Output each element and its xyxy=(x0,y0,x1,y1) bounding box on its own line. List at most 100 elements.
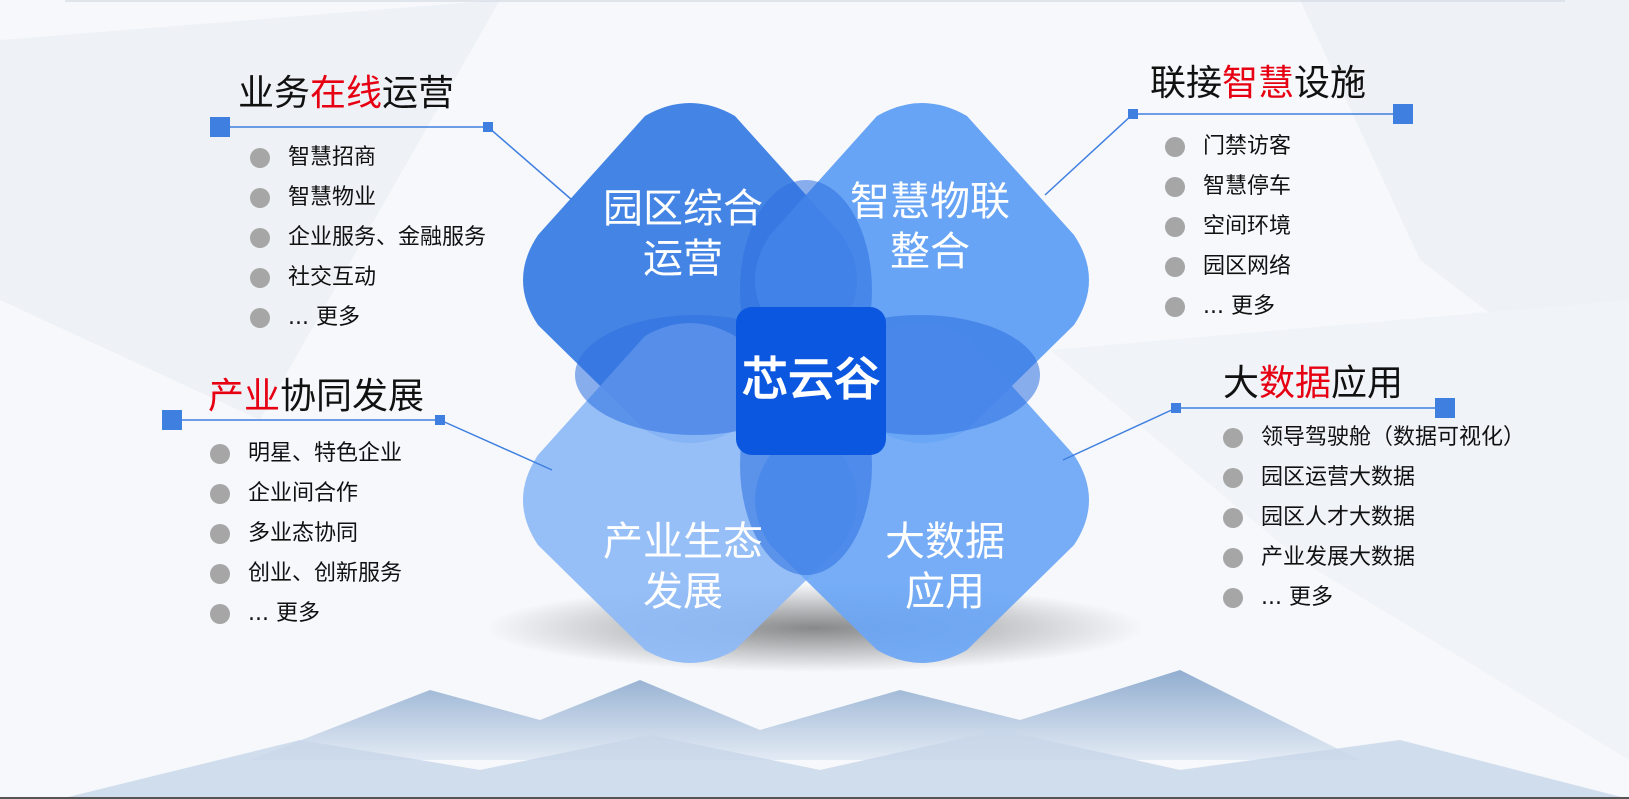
list-item: 空间环境 xyxy=(1165,207,1291,247)
title-part: 设施 xyxy=(1294,63,1367,104)
list-item: 多业态协同 xyxy=(210,514,402,554)
connector-square-big xyxy=(210,117,230,137)
section-title: 业务在线运营 xyxy=(238,72,454,116)
bullet-icon xyxy=(1165,297,1185,317)
center-label: 芯云谷 xyxy=(742,352,880,406)
list-item: 园区人才大数据 xyxy=(1223,498,1525,538)
bullet-icon xyxy=(1223,428,1243,448)
bullet-icon xyxy=(1223,548,1243,568)
list-item: ... 更多 xyxy=(210,594,402,634)
list-big-data: 领导驾驶舱（数据可视化） 园区运营大数据 园区人才大数据 产业发展大数据 ...… xyxy=(1223,418,1525,618)
list-item: 领导驾驶舱（数据可视化） xyxy=(1223,418,1525,458)
bullet-icon xyxy=(1223,508,1243,528)
section-title: 产业协同发展 xyxy=(208,375,424,419)
bullet-icon xyxy=(1165,257,1185,277)
connector-square-big xyxy=(1435,398,1455,418)
connectors xyxy=(162,104,1455,471)
list-item-label: 领导驾驶舱（数据可视化） xyxy=(1261,425,1526,450)
bg-facet xyxy=(0,0,500,420)
connector-square-small xyxy=(435,415,445,425)
petal-top-right-line1: 智慧物联 xyxy=(850,179,1010,225)
bullet-icon xyxy=(210,484,230,504)
petal-bottom-left-line2: 发展 xyxy=(643,569,723,615)
list-item: 园区网络 xyxy=(1165,247,1291,287)
list-item-label: ... 更多 xyxy=(1261,585,1333,610)
bullet-icon xyxy=(1165,137,1185,157)
petal-bottom-right-line1: 大数据 xyxy=(885,519,1005,565)
bullet-icon xyxy=(250,188,270,208)
bullet-icon xyxy=(210,564,230,584)
list-business-ops: 智慧招商 智慧物业 企业服务、金融服务 社交互动 ... 更多 xyxy=(250,138,486,338)
list-item: 园区运营大数据 xyxy=(1223,458,1525,498)
list-item: ... 更多 xyxy=(250,298,486,338)
title-highlight: 智慧 xyxy=(1222,63,1295,104)
bullet-icon xyxy=(1165,177,1185,197)
connector-square-small xyxy=(483,122,493,132)
center-box[interactable] xyxy=(736,307,886,455)
bullet-icon xyxy=(210,524,230,544)
list-item: 明星、特色企业 xyxy=(210,434,402,474)
list-item: 智慧停车 xyxy=(1165,167,1291,207)
bullet-icon xyxy=(210,444,230,464)
title-highlight: 在线 xyxy=(310,73,383,114)
bullet-icon xyxy=(1223,468,1243,488)
bullet-icon xyxy=(250,268,270,288)
bullet-icon xyxy=(1165,217,1185,237)
list-item-label: 园区运营大数据 xyxy=(1261,465,1416,490)
bullet-icon xyxy=(250,308,270,328)
petal-bottom-left-line1: 产业生态 xyxy=(603,519,763,565)
bullet-icon xyxy=(250,148,270,168)
section-business-ops: 业务在线运营 xyxy=(238,72,454,116)
connector-square-small xyxy=(1171,403,1181,413)
list-item: ... 更多 xyxy=(1165,287,1291,327)
list-item-label: 多业态协同 xyxy=(248,521,359,546)
list-item: 创业、创新服务 xyxy=(210,554,402,594)
list-item-label: 明星、特色企业 xyxy=(248,441,403,466)
title-part: 协同发展 xyxy=(280,376,425,417)
list-item: 社交互动 xyxy=(250,258,486,298)
list-item-label: 企业间合作 xyxy=(248,481,359,506)
title-highlight: 数据 xyxy=(1259,363,1332,404)
section-facilities: 联接智慧设施 xyxy=(1150,62,1366,106)
list-item-label: 园区网络 xyxy=(1203,254,1292,279)
title-part: 业务 xyxy=(238,73,311,114)
list-item-label: 产业发展大数据 xyxy=(1261,545,1416,570)
list-item: 智慧招商 xyxy=(250,138,486,178)
title-part: 运营 xyxy=(382,73,455,114)
bullet-icon xyxy=(250,228,270,248)
list-item-label: ... 更多 xyxy=(1203,294,1275,319)
list-item: 企业服务、金融服务 xyxy=(250,218,486,258)
title-part: 应用 xyxy=(1331,363,1404,404)
connector-bottom-left-diagonal xyxy=(439,419,553,471)
list-item-label: ... 更多 xyxy=(248,601,320,626)
section-big-data: 大数据应用 xyxy=(1223,362,1403,406)
list-item-label: 空间环境 xyxy=(1203,214,1292,239)
connector-square-small xyxy=(1128,109,1138,119)
list-item-label: 门禁访客 xyxy=(1203,134,1292,159)
title-part: 大 xyxy=(1223,363,1260,404)
section-industry: 产业协同发展 xyxy=(208,375,424,419)
mountains xyxy=(60,670,1629,799)
title-highlight: 产业 xyxy=(208,376,281,417)
list-item: 智慧物业 xyxy=(250,178,486,218)
bullet-icon xyxy=(210,604,230,624)
bullet-icon xyxy=(1223,588,1243,608)
connector-bottom-right-diagonal xyxy=(1062,407,1177,461)
list-item-label: 园区人才大数据 xyxy=(1261,505,1416,530)
list-item: 门禁访客 xyxy=(1165,127,1291,167)
bg-facet xyxy=(1050,300,1629,760)
list-item: ... 更多 xyxy=(1223,578,1525,618)
connector-square-big xyxy=(1393,104,1413,124)
list-item-label: 智慧招商 xyxy=(288,145,377,170)
list-item: 产业发展大数据 xyxy=(1223,538,1525,578)
list-item: 企业间合作 xyxy=(210,474,402,514)
connector-square-big xyxy=(162,410,182,430)
title-part: 联接 xyxy=(1150,63,1223,104)
list-item-label: 社交互动 xyxy=(288,265,377,290)
list-item-label: 智慧物业 xyxy=(288,185,377,210)
connector-top-right-diagonal xyxy=(1044,113,1134,196)
list-item-label: 智慧停车 xyxy=(1203,174,1292,199)
list-facilities: 门禁访客 智慧停车 空间环境 园区网络 ... 更多 xyxy=(1165,127,1291,327)
